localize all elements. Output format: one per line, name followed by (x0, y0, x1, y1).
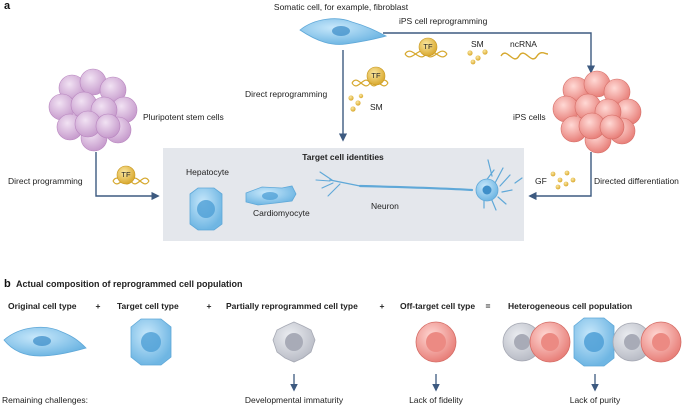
direct-reprogramming-label: Direct reprogramming (245, 89, 328, 99)
hepatocyte-icon (189, 187, 223, 231)
neuron-soma-icon (475, 178, 499, 202)
term-heterogeneous: Heterogeneous cell population (508, 301, 633, 311)
direct-programming-label: Direct programming (8, 176, 83, 186)
hepatocyte-label: Hepatocyte (186, 167, 229, 177)
target-hepatocyte-icon (130, 318, 172, 366)
off-target-cell-icon (415, 321, 457, 363)
panel-a-label: a (4, 0, 11, 12)
target-title: Target cell identities (302, 152, 384, 162)
original-fibroblast-icon (3, 327, 87, 357)
ips-cell-cluster-icon (552, 70, 642, 154)
ncrna-label: ncRNA (510, 39, 537, 49)
operator-plus-2: + (206, 301, 212, 311)
sm-label-mid: SM (370, 102, 383, 112)
arrow-direct-programming (95, 152, 160, 201)
gf-dots-icon (550, 170, 576, 190)
panel-b-title: Actual composition of reprogrammed cell … (16, 279, 243, 289)
tf-icon-left (116, 165, 136, 185)
remaining-challenges-label: Remaining challenges: (2, 395, 88, 405)
ncrna-icon (500, 52, 549, 60)
heterogeneous-population-icon (502, 317, 682, 367)
challenge-fidelity: Lack of fidelity (409, 395, 463, 405)
sm-label-top: SM (471, 39, 484, 49)
arrow-directed-differentiation (528, 152, 592, 201)
tf-label-mid: TF (371, 71, 381, 80)
sm-dots-icon-top (467, 49, 488, 65)
target-cell-panel (163, 148, 524, 241)
fibroblast-icon (299, 18, 388, 45)
challenge-arrows (290, 374, 599, 392)
pluripotent-stem-cell-cluster-icon (48, 68, 138, 152)
ips-reprogramming-label: iPS cell reprogramming (399, 16, 488, 26)
neuron-icon (315, 159, 523, 211)
cardiomyocyte-label: Cardiomyocyte (253, 208, 310, 218)
term-original: Original cell type (8, 301, 77, 311)
neuron-label: Neuron (371, 201, 399, 211)
challenge-purity: Lack of purity (569, 395, 621, 405)
arrow-ips-reprogramming (383, 32, 596, 74)
term-target: Target cell type (117, 301, 179, 311)
term-partial: Partially reprogrammed cell type (226, 301, 358, 311)
pluripotent-label: Pluripotent stem cells (143, 112, 224, 122)
operator-plus-3: + (379, 301, 385, 311)
operator-equals: = (485, 301, 491, 311)
tf-label-left: TF (121, 170, 131, 179)
sm-dots-icon-mid (348, 93, 364, 112)
cardiomyocyte-icon (245, 185, 297, 206)
partially-reprogrammed-cell-icon (272, 321, 316, 363)
challenge-immaturity: Developmental immaturity (244, 395, 344, 405)
somatic-cell-label: Somatic cell, for example, fibroblast (273, 2, 409, 12)
operator-plus-1: + (95, 301, 101, 311)
gf-label: GF (535, 176, 547, 186)
directed-differentiation-label: Directed differentiation (594, 176, 679, 186)
tf-icon-top (418, 37, 438, 57)
ips-cells-label: iPS cells (513, 112, 546, 122)
term-offtarget: Off-target cell type (400, 301, 476, 311)
tf-icon-mid (366, 66, 386, 86)
tf-label-top: TF (423, 42, 433, 51)
panel-b-label: b (4, 278, 11, 290)
